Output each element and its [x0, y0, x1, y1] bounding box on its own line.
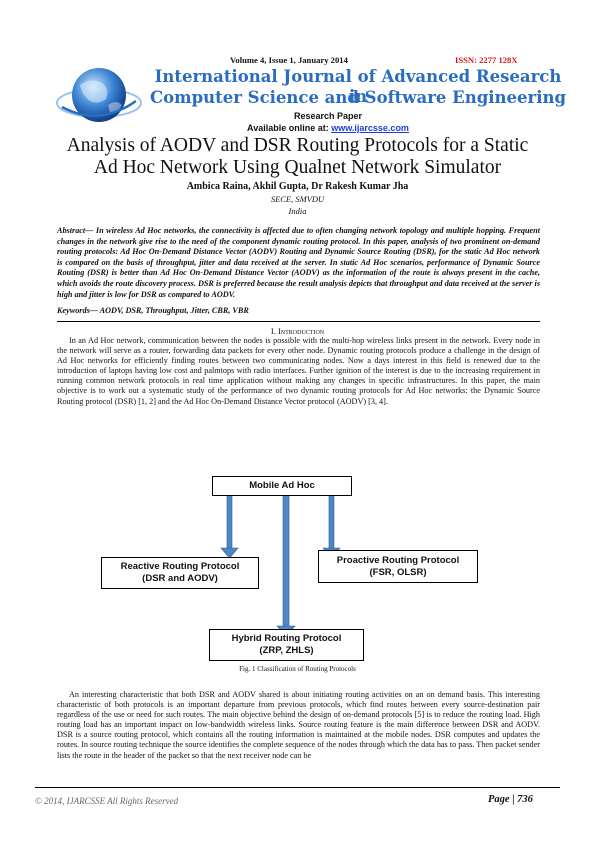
availability: Available online at: www.ijarcsse.com — [148, 123, 508, 133]
arrowhead-reactive — [220, 547, 239, 559]
reactive-examples: (DSR and AODV) — [142, 573, 218, 584]
proactive-routing-box: Proactive Routing Protocol (FSR, OLSR) — [318, 550, 478, 583]
figure-caption: Fig. 1 Classification of Routing Protoco… — [239, 665, 356, 673]
paper-type: Research Paper — [293, 111, 363, 121]
section-title: Introduction — [277, 326, 325, 336]
paper-title-line2: Ad Hoc Network Using Qualnet Network Sim… — [93, 157, 502, 178]
reactive-label: Reactive Routing Protocol — [120, 561, 240, 572]
journal-title-line1: International Journal of Advanced Resear… — [154, 67, 562, 106]
journal-title-line2: Computer Science and Software Engineerin… — [149, 88, 566, 107]
hybrid-label: Hybrid Routing Protocol — [231, 633, 342, 644]
authors: Ambica Raina, Akhil Gupta, Dr Rakesh Kum… — [186, 181, 409, 192]
section-number: I. — [270, 326, 278, 336]
proactive-examples: (FSR, OLSR) — [369, 567, 427, 578]
country: India — [288, 206, 307, 216]
paper-title-line1: Analysis of AODV and DSR Routing Protoco… — [66, 135, 529, 156]
divider — [57, 321, 540, 322]
arrow-to-hybrid — [282, 494, 290, 629]
journal-url-link[interactable]: www.ijarcsse.com — [331, 123, 409, 133]
section-heading: I. Introduction — [0, 326, 595, 336]
volume-issue: Volume 4, Issue 1, January 2014 — [230, 55, 348, 65]
arrow-to-proactive — [328, 494, 335, 551]
hybrid-examples: (ZRP, ZHLS) — [259, 645, 314, 656]
intro-paragraph-1: In an Ad Hoc network, communication betw… — [57, 336, 540, 406]
arrow-to-reactive — [226, 494, 233, 551]
paper-title: Analysis of AODV and DSR Routing Protoco… — [30, 135, 565, 179]
proactive-label: Proactive Routing Protocol — [336, 555, 460, 566]
copyright: © 2014, IJARCSSE All Rights Reserved — [35, 796, 179, 806]
affiliation: SECE, SMVDU — [270, 194, 325, 204]
abstract: Abstract— In wireless Ad Hoc networks, t… — [57, 226, 540, 299]
journal-logo — [56, 68, 142, 122]
footer-divider — [35, 787, 560, 788]
mobile-adhoc-label: Mobile Ad Hoc — [249, 480, 315, 491]
issn: ISSN: 2277 128X — [455, 55, 518, 65]
intro-paragraph-2: An interesting characteristic that both … — [57, 690, 540, 760]
hybrid-routing-box: Hybrid Routing Protocol (ZRP, ZHLS) — [209, 629, 364, 661]
keywords: Keywords— AODV, DSR, Throughput, Jitter,… — [57, 306, 249, 315]
page-number: Page | 736 — [488, 794, 533, 805]
reactive-routing-box: Reactive Routing Protocol (DSR and AODV) — [101, 557, 259, 589]
mobile-adhoc-box: Mobile Ad Hoc — [212, 476, 352, 496]
availability-prefix: Available online at: — [247, 123, 332, 133]
